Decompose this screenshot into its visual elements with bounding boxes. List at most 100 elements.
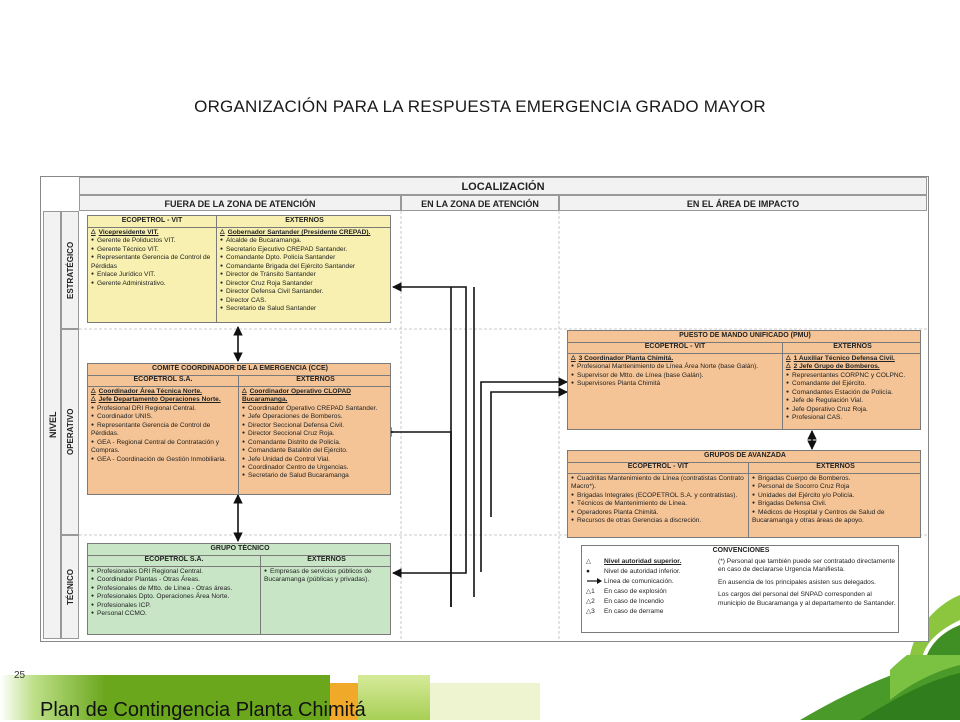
pmu-right-list: 1 Auxiliar Técnico Defensa Civil. 2 Jefe… <box>782 353 920 429</box>
avanzada-title: GRUPOS DE AVANZADA <box>568 451 920 463</box>
list-item: Médicos de Hospital y Centros de Salud d… <box>752 509 919 526</box>
legend-label: En caso de Incendio <box>604 598 664 605</box>
list-item: Profesionales DRI Regional Central. <box>91 568 257 576</box>
bullet-icon: ● <box>586 568 590 575</box>
legend-row: Línea de comunicación. <box>586 578 716 588</box>
list-item: Coordinador Centro de Urgencias. <box>242 464 389 472</box>
list-item: Gerente de Poliductos VIT. <box>91 237 213 245</box>
list-item: Alcalde de Bucaramanga. <box>220 237 389 245</box>
localizacion-header: LOCALIZACIÓN <box>79 177 927 195</box>
estrategico-right-list: Gobernador Santander (Presidente CREPAD)… <box>216 227 390 322</box>
list-item: Profesional CAS. <box>786 414 919 422</box>
list-item: 3 Coordinador Planta Chimitá. <box>571 355 779 363</box>
list-item: Jefe Operaciones de Bomberos. <box>242 413 389 421</box>
list-item: Director de Tránsito Santander <box>220 271 389 279</box>
pmu-title: PUESTO DE MANDO UNIFICADO (PMU) <box>568 331 920 343</box>
list-item: Comandante Batallón del Ejército. <box>242 447 389 455</box>
footer-title: Plan de Contingencia Planta Chimitá <box>40 699 366 721</box>
list-item: Jefe Operativo Cruz Roja. <box>786 406 919 414</box>
avanzada-left-head: ECOPETROL - VIT <box>568 462 748 474</box>
list-item: Jefe de Regulación Vial. <box>786 397 919 405</box>
triangle-1-icon: △1 <box>586 588 595 595</box>
footer-decoration <box>0 655 960 720</box>
cce-title: COMITÉ COORDINADOR DE LA EMERGENCIA (CCE… <box>88 364 390 376</box>
cce-box: COMITÉ COORDINADOR DE LA EMERGENCIA (CCE… <box>87 363 391 495</box>
triangle-2-icon: △2 <box>586 598 595 605</box>
list-item: Cuadrillas Mantenimiento de Línea (contr… <box>571 475 745 492</box>
convenciones-title: CONVENCIONES <box>712 547 770 554</box>
triangle-icon: △ <box>586 558 592 565</box>
list-item: Director Cruz Roja Santander <box>220 280 389 288</box>
zone-fuera-header: FUERA DE LA ZONA DE ATENCIÓN <box>79 195 401 211</box>
list-item: Personal de Socorro Cruz Roja <box>752 483 919 491</box>
pmu-box: PUESTO DE MANDO UNIFICADO (PMU) ECOPETRO… <box>567 330 921 430</box>
legend-label: Línea de comunicación. <box>604 578 674 585</box>
list-item: Profesionales Dpto. Operaciones Área Nor… <box>91 593 257 601</box>
legend-row: ●Nivel de autoridad inferior. <box>586 568 716 578</box>
list-item: Supervisor de Mtto. de Línea (base Galán… <box>571 372 779 380</box>
list-item: Empresas de servicios públicos de Bucara… <box>264 568 389 585</box>
list-item: Operadores Planta Chimitá. <box>571 509 745 517</box>
list-item: Coordinador UNIS. <box>91 413 235 421</box>
list-item: GEA - Coordinación de Gestión Inmobiliar… <box>91 456 235 464</box>
estrategico-right-head: EXTERNOS <box>216 216 390 228</box>
estrategico-box: ECOPETROL - VIT EXTERNOS Vicepresidente … <box>87 215 391 323</box>
legend-label: En caso de derrame <box>604 608 664 615</box>
convenciones-box: CONVENCIONES △Nivel autoridad superior. … <box>581 545 899 633</box>
tecnico-right-head: EXTERNOS <box>260 555 390 567</box>
legend-row: △2 En caso de Incendio <box>586 598 716 608</box>
estrategico-left-list: Vicepresidente VIT. Gerente de Poliducto… <box>88 227 216 322</box>
arrow-line-icon <box>586 578 604 586</box>
list-item: Recursos de otras Gerencias a discreción… <box>571 517 745 525</box>
list-item: Brigadas Defensa Civil. <box>752 500 919 508</box>
list-item: Unidades del Ejército y/o Policía. <box>752 492 919 500</box>
note: (*) Personal que también puede ser contr… <box>718 558 896 574</box>
connector-lines <box>79 211 927 641</box>
list-item: Comandantes Estación de Policía. <box>786 389 919 397</box>
estrategico-left-head: ECOPETROL - VIT <box>88 216 216 228</box>
convenciones-notes: (*) Personal que también puede ser contr… <box>718 558 896 608</box>
list-item: Director Seccional Defensa Civil. <box>242 422 389 430</box>
list-item: Técnicos de Mantenimiento de Línea. <box>571 500 745 508</box>
list-item: Vicepresidente VIT. <box>91 229 213 237</box>
organization-diagram: LOCALIZACIÓN FUERA DE LA ZONA DE ATENCIÓ… <box>40 176 929 642</box>
cce-left-head: ECOPETROL S.A. <box>88 375 238 387</box>
pmu-left-list: 3 Coordinador Planta Chimitá. Profesiona… <box>568 353 782 429</box>
list-item: Coordinador Operativo CLOPAD Bucaramanga… <box>242 388 389 405</box>
list-item: Profesionales de Mtto. de Línea - Otras … <box>91 585 257 593</box>
list-item: Representantes CORPNC y COLPNC. <box>786 372 919 380</box>
grupo-tecnico-box: GRUPO TÉCNICO ECOPETROL S.A. EXTERNOS Pr… <box>87 543 391 635</box>
avanzada-left-list: Cuadrillas Mantenimiento de Línea (contr… <box>568 473 748 537</box>
list-item: Coordinador Plantas - Otras Áreas. <box>91 576 257 584</box>
list-item: Secretario de Salud Santander <box>220 305 389 313</box>
legend-row: △Nivel autoridad superior. <box>586 558 716 568</box>
list-item: Brigadas Cuerpo de Bomberos. <box>752 475 919 483</box>
list-item: Comandante Dpto. Policía Santander <box>220 254 389 262</box>
page-title: ORGANIZACIÓN PARA LA RESPUESTA EMERGENCI… <box>194 97 766 116</box>
cce-left-list: Coordinador Área Técnica Norte. Jefe Dep… <box>88 386 238 494</box>
note: Los cargos del personal del SNPAD corres… <box>718 591 896 607</box>
list-item: Gerente Administrativo. <box>91 280 213 288</box>
page-number: 25 <box>14 670 26 681</box>
cce-right-head: EXTERNOS <box>238 375 390 387</box>
list-item: Gerente Técnico VIT. <box>91 246 213 254</box>
note: En ausencia de los principales asisten s… <box>718 578 876 586</box>
list-item: Comandante del Ejército. <box>786 380 919 388</box>
tecnico-right-list: Empresas de servicios públicos de Bucara… <box>260 566 390 634</box>
list-item: 1 Auxiliar Técnico Defensa Civil. <box>786 355 919 363</box>
list-item: Coordinador Área Técnica Norte. <box>91 388 235 396</box>
list-item: Jefe Departamento Operaciones Norte. <box>91 396 235 404</box>
list-item: Personal CCMO. <box>91 610 257 618</box>
pmu-left-head: ECOPETROL - VIT <box>568 342 782 354</box>
list-item: Profesional DRI Regional Central. <box>91 405 235 413</box>
tecnico-left-head: ECOPETROL S.A. <box>88 555 260 567</box>
list-item: 2 Jefe Grupo de Bomberos. <box>786 363 919 371</box>
avanzada-right-head: EXTERNOS <box>748 462 920 474</box>
list-item: Gobernador Santander (Presidente CREPAD)… <box>220 229 389 237</box>
list-item: Representante Gerencia de Control de Pér… <box>91 254 213 271</box>
list-item: Director Seccional Cruz Roja. <box>242 430 389 438</box>
list-item: Director Defensa Civil Santander. <box>220 288 389 296</box>
convenciones-legend: △Nivel autoridad superior. ●Nivel de aut… <box>586 558 716 618</box>
cce-right-list: Coordinador Operativo CLOPAD Bucaramanga… <box>238 386 390 494</box>
